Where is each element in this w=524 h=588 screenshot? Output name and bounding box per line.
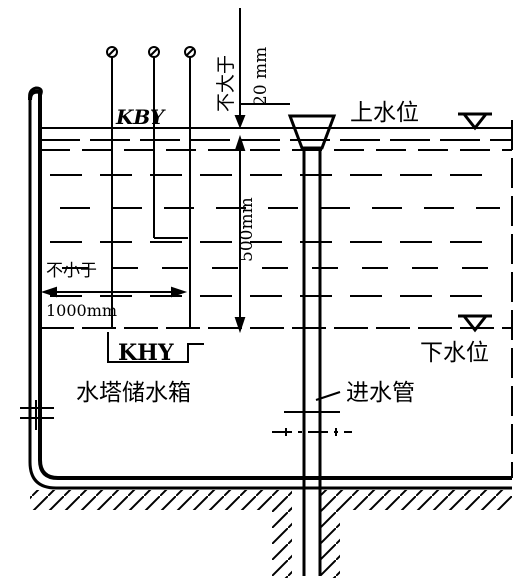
upper-water-surface — [40, 127, 512, 151]
khy-bracket — [107, 332, 204, 363]
electrode-probes — [106, 46, 196, 328]
dim-500mm-text: 500mm — [237, 197, 257, 262]
wall-flange-mark — [20, 400, 54, 430]
tank-name-label: 水塔储水箱 — [76, 380, 191, 406]
not-less-than-text: 不小于 — [46, 261, 97, 281]
inlet-pipe — [272, 114, 352, 576]
lower-water-level-label: 下水位 — [420, 340, 489, 366]
inlet-pipe-label: 进水管 — [346, 380, 415, 406]
lower-level-marker — [458, 314, 492, 333]
not-greater-than-text: 不大于 — [215, 55, 237, 112]
dim-20mm-text: 20 mm — [251, 47, 271, 106]
dim-500mm — [234, 134, 246, 334]
ground-hatching — [30, 490, 512, 578]
upper-level-marker — [458, 112, 492, 131]
water-dashes — [50, 174, 500, 297]
inlet-pipe-leader — [315, 391, 341, 401]
kby-label: KBY — [115, 105, 166, 129]
khy-label: KHY — [118, 340, 174, 366]
dim-1000mm — [40, 286, 188, 298]
dim-20mm — [234, 8, 290, 129]
dim-1000mm-text: 1000mm — [46, 301, 117, 320]
tank-wall — [28, 86, 513, 490]
upper-water-level-label: 上水位 — [350, 100, 419, 126]
